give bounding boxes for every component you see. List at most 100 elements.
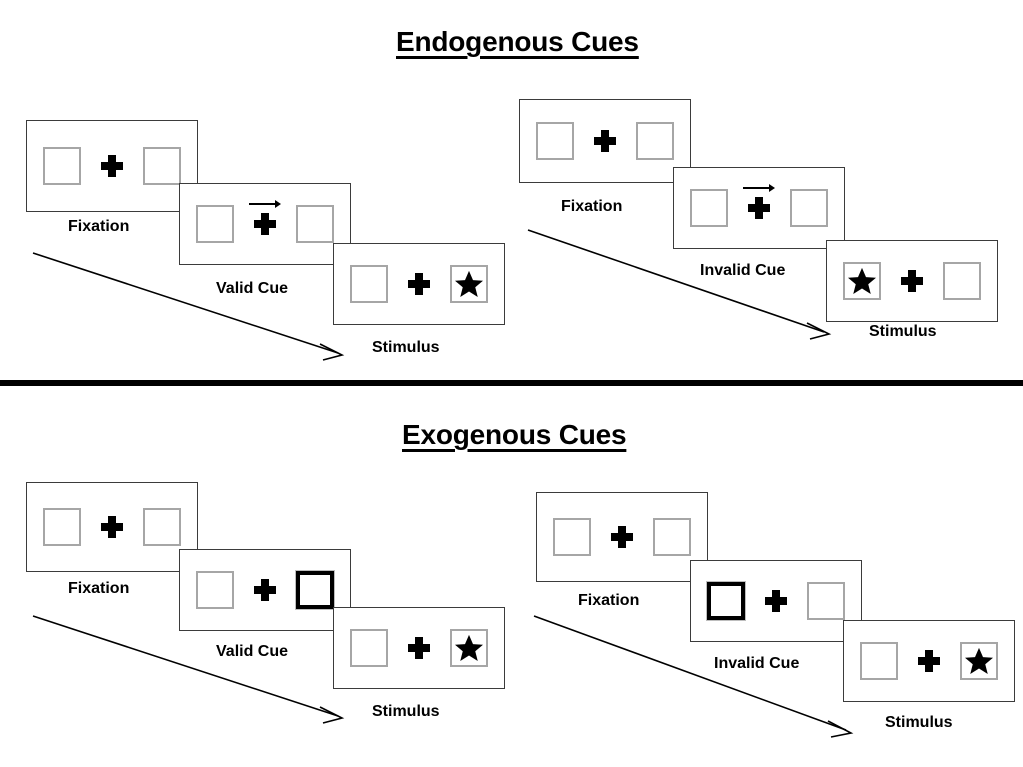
panel-endogenous-valid-fixation — [26, 120, 198, 212]
placeholder-box-left — [860, 642, 898, 680]
star-icon — [455, 634, 483, 661]
placeholder-box-right — [790, 189, 828, 227]
panel-content — [690, 184, 828, 227]
panel-content — [843, 262, 981, 300]
caption-endogenous-valid-fixation: Fixation — [68, 218, 130, 235]
spacer — [881, 281, 901, 282]
placeholder-box-left — [196, 571, 234, 609]
panel-endogenous-valid-cue — [179, 183, 351, 265]
plus-icon — [765, 590, 787, 612]
placeholder-box-left — [43, 508, 81, 546]
caption-exogenous-valid-fixation: Fixation — [68, 580, 130, 597]
spacer — [123, 166, 143, 167]
placeholder-box-left — [350, 265, 388, 303]
plus-icon — [743, 184, 775, 219]
panel-exogenous-invalid-stimulus — [843, 620, 1015, 702]
plus-icon — [101, 155, 123, 177]
caption-endogenous-invalid-stimulus: Stimulus — [869, 323, 937, 340]
caption-endogenous-invalid-fixation: Fixation — [561, 198, 623, 215]
placeholder-box-left — [843, 262, 881, 300]
caption-exogenous-valid-stimulus: Stimulus — [372, 703, 440, 720]
spacer — [234, 224, 254, 225]
spacer — [388, 284, 408, 285]
panel-content — [350, 265, 488, 303]
cue-box-left — [706, 581, 746, 621]
spacer — [234, 590, 254, 591]
spacer — [276, 224, 296, 225]
section-title-endogenous: Endogenous Cues — [396, 26, 639, 57]
panel-content — [196, 200, 334, 243]
star-icon — [455, 270, 483, 297]
plus-icon — [918, 650, 940, 672]
placeholder-box-right — [450, 265, 488, 303]
spacer — [940, 661, 960, 662]
panel-content — [553, 518, 691, 556]
caption-exogenous-valid-cue: Valid Cue — [216, 643, 289, 660]
caption-exogenous-invalid-cue: Invalid Cue — [714, 655, 800, 672]
spacer — [787, 601, 807, 602]
spacer — [430, 284, 450, 285]
spacer — [123, 527, 143, 528]
arrow-right-icon — [743, 184, 775, 192]
plus-icon — [611, 526, 633, 548]
placeholder-box-right — [143, 147, 181, 185]
caption-endogenous-valid-stimulus: Stimulus — [372, 339, 440, 356]
panel-exogenous-valid-fixation — [26, 482, 198, 572]
placeholder-box-right — [960, 642, 998, 680]
spacer — [770, 208, 790, 209]
spacer — [728, 208, 748, 209]
placeholder-box-right — [143, 508, 181, 546]
panel-exogenous-valid-cue — [179, 549, 351, 631]
placeholder-box-left — [690, 189, 728, 227]
placeholder-box-left — [196, 205, 234, 243]
panel-endogenous-invalid-cue — [673, 167, 845, 249]
panel-content — [536, 122, 674, 160]
spacer — [616, 141, 636, 142]
placeholder-box-left — [350, 629, 388, 667]
spacer — [898, 661, 918, 662]
placeholder-box-right — [636, 122, 674, 160]
spacer — [574, 141, 594, 142]
panel-content — [196, 570, 335, 610]
plus-icon — [594, 130, 616, 152]
plus-icon — [408, 637, 430, 659]
panel-content — [43, 147, 181, 185]
panel-content — [706, 581, 845, 621]
spacer — [81, 166, 101, 167]
panel-endogenous-valid-stimulus — [333, 243, 505, 325]
star-icon — [848, 267, 876, 294]
spacer — [276, 590, 296, 591]
panel-exogenous-valid-stimulus — [333, 607, 505, 689]
arrow-right-icon — [249, 200, 281, 208]
caption-exogenous-invalid-fixation: Fixation — [578, 592, 640, 609]
plus-icon — [249, 200, 281, 235]
panel-content — [860, 642, 998, 680]
caption-endogenous-valid-cue: Valid Cue — [216, 280, 289, 297]
panel-endogenous-invalid-fixation — [519, 99, 691, 183]
plus-icon — [408, 273, 430, 295]
spacer — [745, 601, 765, 602]
panel-endogenous-invalid-stimulus — [826, 240, 998, 322]
spacer — [591, 537, 611, 538]
panel-content — [43, 508, 181, 546]
placeholder-box-right — [807, 582, 845, 620]
placeholder-box-left — [43, 147, 81, 185]
panel-exogenous-invalid-fixation — [536, 492, 708, 582]
panel-exogenous-invalid-cue — [690, 560, 862, 642]
spacer — [633, 537, 653, 538]
placeholder-box-left — [553, 518, 591, 556]
placeholder-box-left — [536, 122, 574, 160]
section-title-exogenous: Exogenous Cues — [402, 419, 627, 450]
spacer — [923, 281, 943, 282]
plus-icon — [101, 516, 123, 538]
caption-endogenous-invalid-cue: Invalid Cue — [700, 262, 786, 279]
star-icon — [965, 647, 993, 674]
placeholder-box-right — [296, 205, 334, 243]
spacer — [430, 648, 450, 649]
spacer — [388, 648, 408, 649]
cue-box-right — [295, 570, 335, 610]
placeholder-box-right — [450, 629, 488, 667]
plus-icon — [901, 270, 923, 292]
section-divider — [0, 380, 1023, 386]
